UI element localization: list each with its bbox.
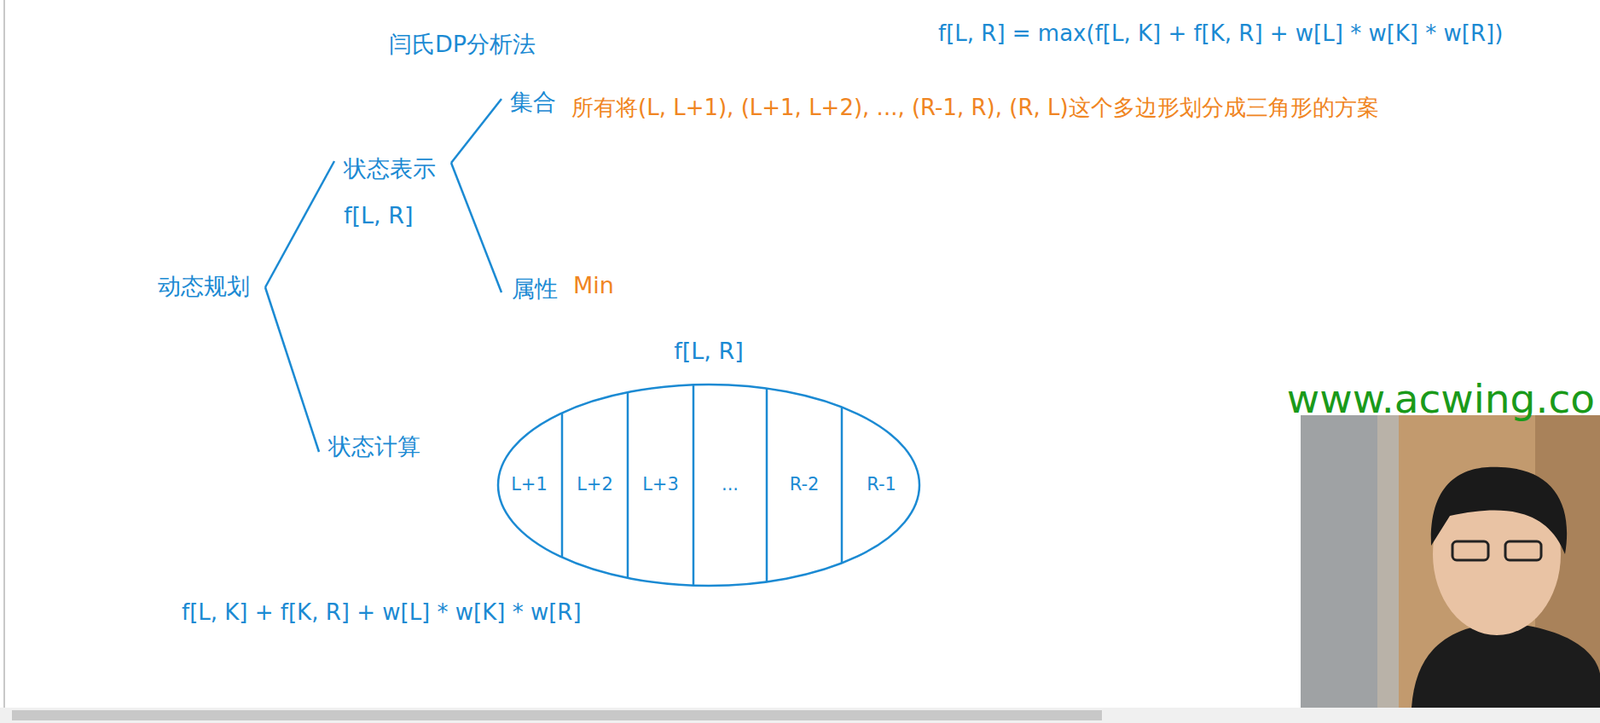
ellipse-border — [498, 384, 920, 586]
divider-line — [561, 412, 564, 557]
note-text: Min — [573, 272, 615, 300]
webcam-glasses — [1505, 541, 1542, 561]
watermark: www.acwing.co — [1286, 375, 1595, 424]
page-title: 闫氏DP分析法 — [388, 30, 536, 58]
branch-label: 状态表示 — [343, 155, 436, 183]
tree-root-label: 动态规划 — [157, 272, 250, 301]
branch-line — [265, 161, 335, 288]
webcam-shirt — [1411, 622, 1600, 708]
state-label: f[L, R] — [343, 202, 414, 230]
formula: f[L, K] + f[K, R] + w[L] * w[K] * w[R] — [181, 599, 582, 627]
branch-label: 状态计算 — [328, 433, 421, 461]
webcam-hair — [1431, 467, 1567, 555]
scrollbar-track — [0, 707, 1600, 723]
branch-line — [265, 287, 319, 453]
webcam-wall — [1300, 415, 1378, 708]
branch-label: 集合 — [510, 88, 557, 116]
band-label: L+2 — [576, 474, 614, 496]
polygon-band: R-1 — [841, 382, 922, 588]
ellipse-heading: f[L, R] — [673, 337, 744, 365]
polygon-ellipse: f[L, R] L+1 L+2 L+3... R-2 R-1 — [496, 334, 922, 588]
webcam-picture — [1300, 415, 1600, 708]
polygon-band: L+2 — [562, 382, 628, 588]
polygon-band: L+3 — [627, 382, 694, 588]
band-label: ... — [721, 474, 739, 496]
band-label: R-2 — [789, 474, 820, 496]
webcam-bg — [1300, 415, 1600, 708]
scrollbar-thumb — [11, 710, 1102, 721]
webcam-door — [1398, 415, 1600, 708]
polygon-band: L+1 — [496, 382, 563, 588]
tree-branches — [265, 98, 502, 453]
divider-line — [840, 407, 844, 564]
window-edge — [3, 0, 6, 708]
divider-line — [626, 392, 630, 579]
ellipse-outline — [496, 382, 922, 588]
band-label: R-1 — [866, 474, 897, 496]
band-label: L+1 — [510, 474, 548, 496]
branch-line — [451, 162, 502, 293]
branch-line — [451, 98, 502, 163]
webcam-glasses — [1452, 541, 1489, 561]
divider-line — [692, 384, 696, 586]
polygon-band: ... — [693, 382, 767, 588]
formula: f[L, R] = max(f[L, K] + f[K, R] + w[L] *… — [938, 20, 1503, 47]
note-text: 所有将(L, L+1), (L+1, L+2), ..., (R-1, R), … — [571, 94, 1380, 122]
branch-label: 属性 — [511, 275, 558, 303]
band-label: L+3 — [642, 474, 679, 496]
polygon-band: R-2 — [766, 382, 842, 588]
divider-line — [765, 388, 769, 583]
